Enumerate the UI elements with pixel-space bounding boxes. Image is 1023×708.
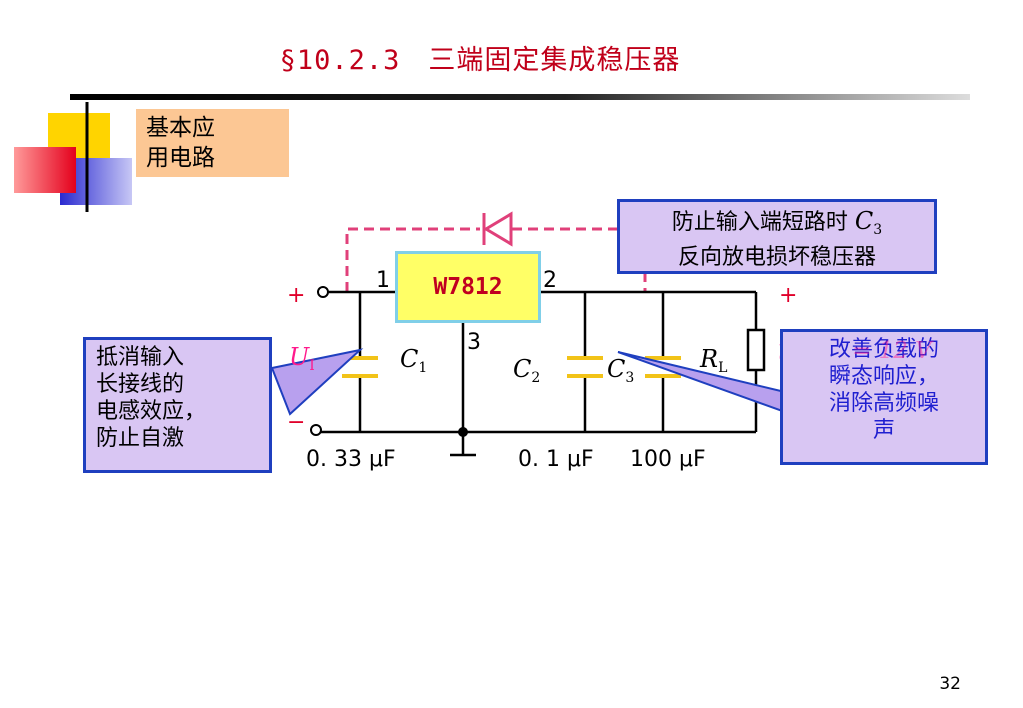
- c2-symbol: C: [513, 355, 532, 383]
- output-note-line: 消除高频噪: [828, 391, 939, 416]
- rl-label: RL: [700, 345, 727, 376]
- section-tag-line2: 用电路: [146, 145, 215, 171]
- title-underline: [70, 94, 970, 100]
- input-note-pointer: [270, 348, 364, 416]
- c3-subscript: 3: [625, 370, 635, 386]
- diode-icon: [482, 211, 513, 247]
- output-plus: +: [779, 283, 798, 308]
- input-note-line: 抵消输入: [96, 345, 185, 370]
- input-note-line: 防止自激: [96, 426, 185, 451]
- ui-symbol: U: [289, 343, 310, 371]
- output-note-line: 声: [872, 418, 895, 443]
- rl-symbol: R: [700, 345, 719, 373]
- output-voltage-value: = 12 V: [852, 338, 932, 364]
- diode-note: 防止输入端短路时 C3 反向放电损坏稳压器: [617, 199, 937, 274]
- capacitor-plates: [342, 356, 681, 378]
- c3-value: 100 μF: [630, 447, 706, 472]
- input-terminal-top: [317, 286, 329, 298]
- pin1-label: 1: [376, 268, 390, 293]
- c2-subscript: 2: [531, 370, 541, 386]
- c2-label: C2: [513, 355, 540, 386]
- c1-value: 0. 33 μF: [306, 447, 396, 472]
- load-resistor: [746, 328, 766, 372]
- diode-note-line2: 反向放电损坏稳压器: [677, 245, 876, 270]
- decorative-squares: [14, 102, 132, 212]
- diode-note-text1: 防止输入端短路时: [671, 210, 848, 235]
- ui-subscript: I: [309, 358, 315, 374]
- slide-title: §10.2.3 三端固定集成稳压器: [279, 45, 681, 76]
- c3-label: C3: [607, 355, 634, 386]
- diode-note-line1: 防止输入端短路时 C3: [620, 208, 934, 244]
- input-note-line: 长接线的: [96, 372, 185, 397]
- input-terminal-bottom: [310, 424, 322, 436]
- section-tag-line1: 基本应: [146, 115, 215, 141]
- ground-junction: [458, 427, 468, 437]
- diode-note-cap: C3: [854, 207, 883, 239]
- c1-symbol: C: [400, 345, 419, 373]
- c3-symbol: C: [607, 355, 626, 383]
- output-note: 改善负载的 瞬态响应， 消除高频噪 声: [780, 329, 988, 465]
- output-note-line: 瞬态响应，: [828, 364, 939, 389]
- pin2-label: 2: [543, 268, 557, 293]
- input-plus: +: [287, 283, 306, 308]
- page-number: 32: [939, 674, 961, 694]
- input-note: 抵消输入 长接线的 电感效应， 防止自激: [83, 337, 272, 473]
- diode-note-cap-symbol: C: [854, 207, 874, 235]
- c1-label: C1: [400, 345, 427, 376]
- diode-note-cap-sub: 3: [873, 222, 883, 238]
- input-minus: −: [287, 410, 306, 435]
- input-voltage-label: UI: [289, 343, 315, 374]
- section-tag: 基本应 用电路: [136, 109, 289, 177]
- c2-value: 0. 1 μF: [518, 447, 594, 472]
- regulator-w7812: W7812: [395, 251, 541, 323]
- wires: [321, 290, 758, 457]
- pin3-label: 3: [467, 330, 481, 355]
- output-note-line: 改善负载的: [828, 337, 939, 362]
- rl-subscript: L: [718, 360, 728, 376]
- c1-subscript: 1: [418, 360, 428, 376]
- input-note-line: 电感效应，: [96, 399, 207, 424]
